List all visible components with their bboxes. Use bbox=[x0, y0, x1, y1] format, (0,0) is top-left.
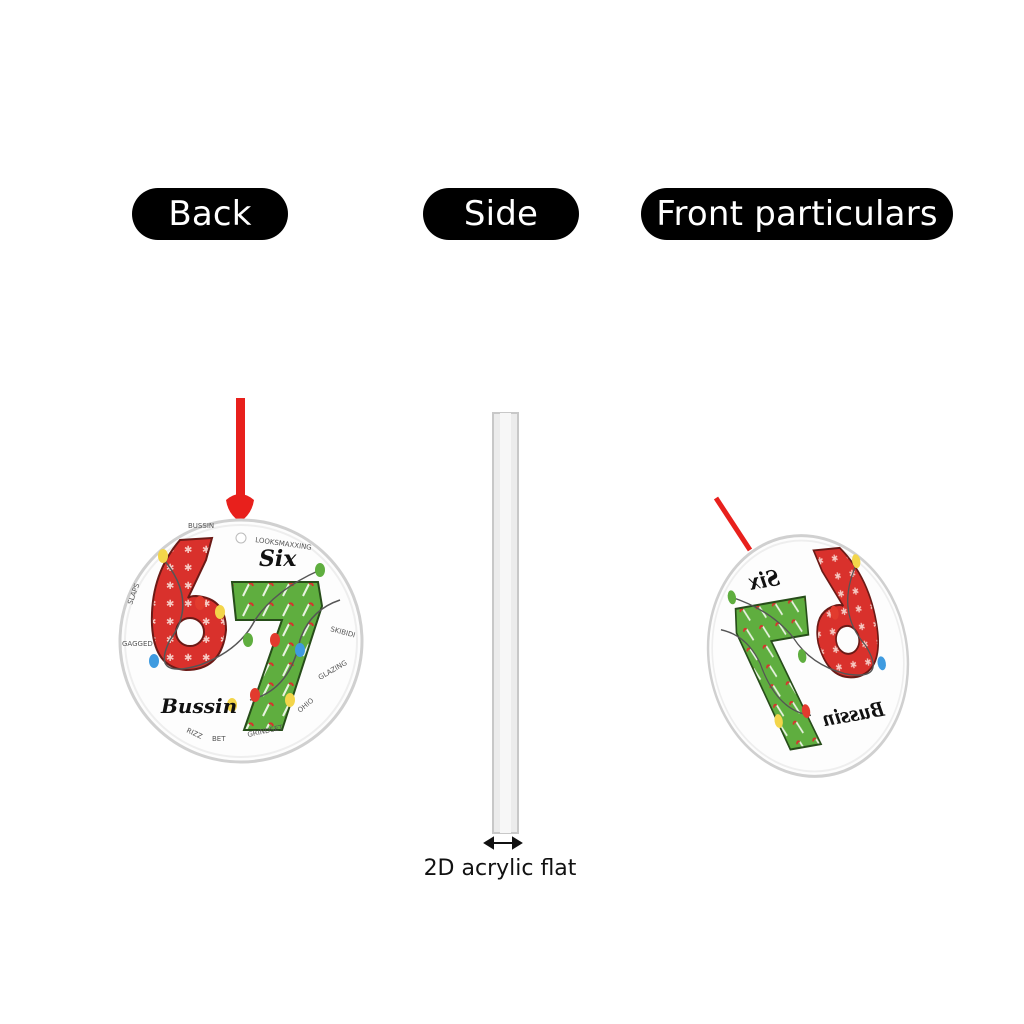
bulbs bbox=[149, 549, 325, 712]
back-label-pill: Back bbox=[132, 188, 288, 240]
digit-seven bbox=[230, 581, 324, 731]
thickness-arrow-icon bbox=[483, 836, 523, 850]
light-string bbox=[159, 554, 341, 701]
slang-word: GAGGED bbox=[122, 640, 153, 648]
front-label-pill: Front particulars bbox=[641, 188, 953, 240]
title-bussin: Bussin bbox=[160, 694, 237, 718]
title-six: Six bbox=[259, 546, 297, 572]
ribbon bbox=[236, 398, 245, 498]
digit-six bbox=[150, 536, 228, 672]
front-label: Front particulars bbox=[656, 194, 938, 234]
side-caption: 2D acrylic flat bbox=[423, 856, 577, 881]
side-label: Side bbox=[463, 194, 539, 234]
ribbon-knot bbox=[226, 494, 254, 522]
slang-word: BET bbox=[212, 735, 226, 743]
ribbon bbox=[713, 496, 753, 552]
side-label-pill: Side bbox=[423, 188, 579, 240]
front-title-six: Six bbox=[746, 564, 782, 595]
back-label: Back bbox=[168, 194, 252, 234]
slang-word: BUSSIN bbox=[188, 522, 214, 530]
hanging-hole bbox=[235, 532, 247, 544]
